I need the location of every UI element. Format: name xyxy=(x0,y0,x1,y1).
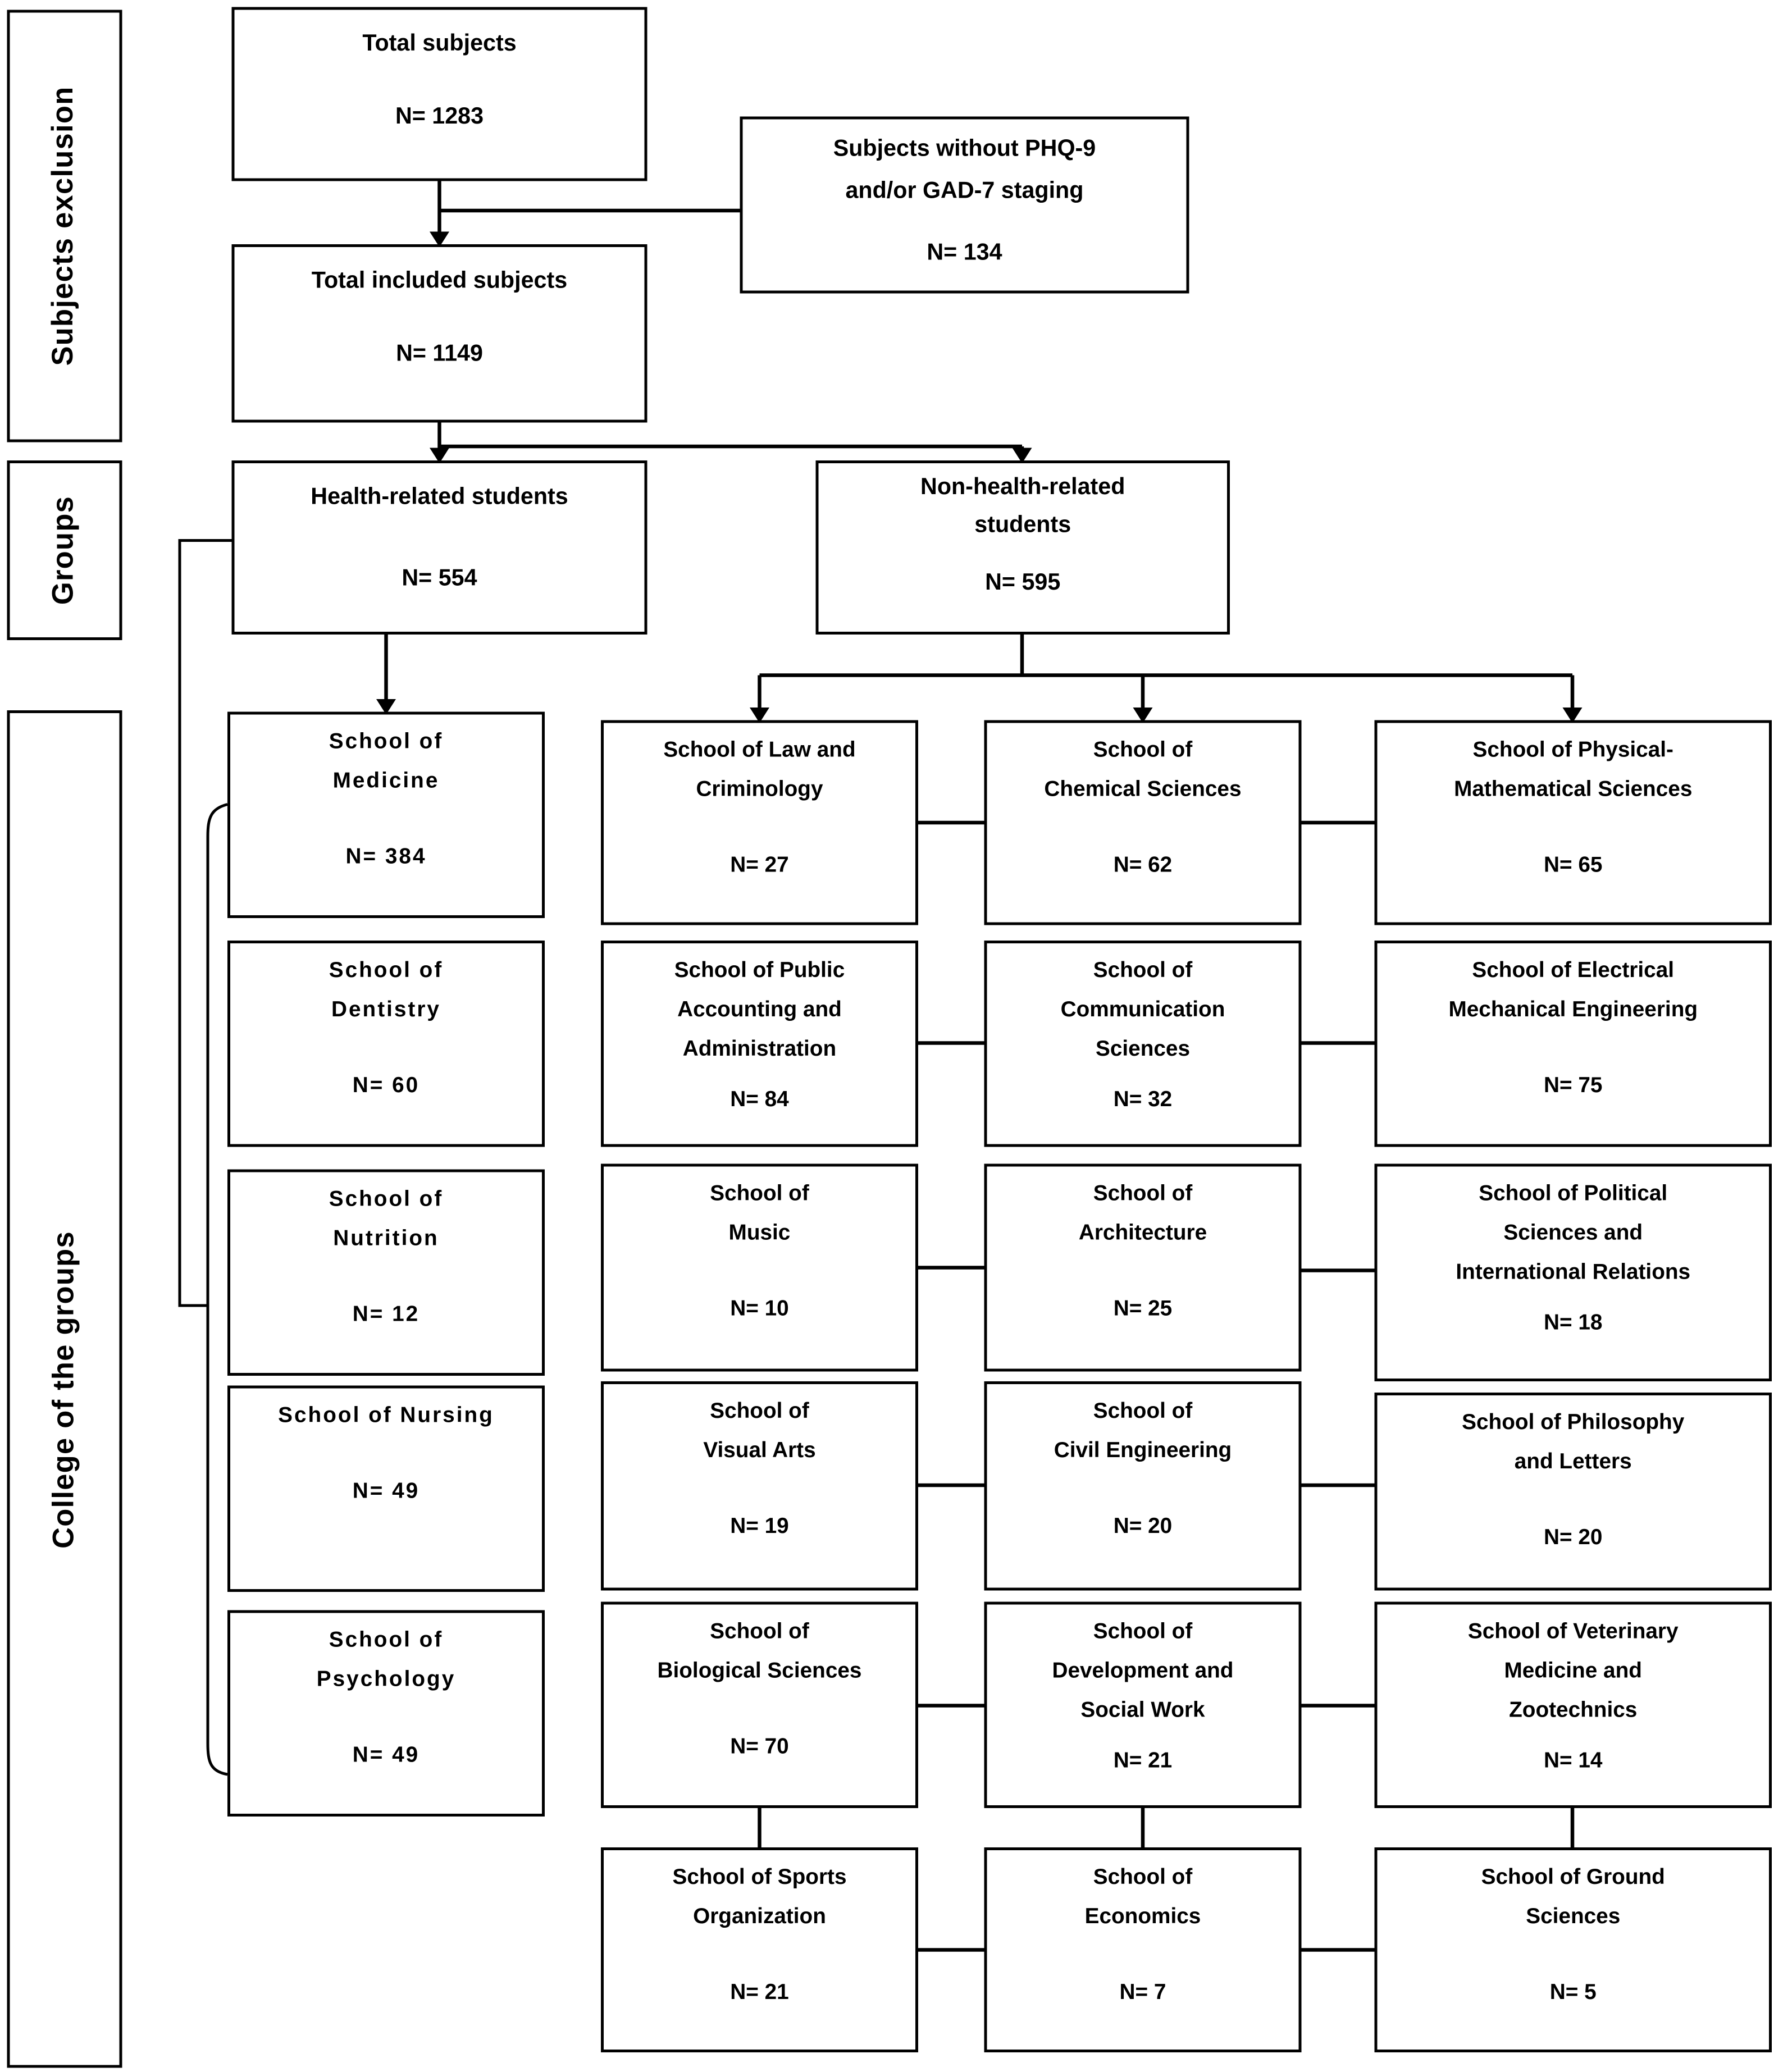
box-title: School of Development and Social Work xyxy=(1052,1620,1234,1723)
box-title: School of Music xyxy=(710,1182,809,1245)
box-total-included-subjects: Total included subjects N= 1149 xyxy=(231,244,647,423)
box-school-biological-sciences: School of Biological Sciences N= 70 xyxy=(601,1601,918,1808)
box-title: School of Electrical Mechanical Engineer… xyxy=(1448,959,1698,1023)
box-title: School of Political Sciences and Interna… xyxy=(1456,1182,1691,1285)
box-title: School of Medicine xyxy=(329,730,444,793)
box-school-nursing: School of Nursing N= 49 xyxy=(227,1385,545,1592)
box-n-value: N= 14 xyxy=(1543,1749,1603,1773)
box-title: School of Public Accounting and Administ… xyxy=(674,959,845,1062)
box-school-law-criminology: School of Law and Criminology N= 27 xyxy=(601,720,918,925)
box-title: School of Architecture xyxy=(1078,1182,1207,1245)
section-label: Subjects exclusion xyxy=(48,86,80,366)
box-title: School of Nursing xyxy=(278,1404,494,1428)
section-groups: Groups xyxy=(7,460,122,640)
box-school-development-social-work: School of Development and Social Work N=… xyxy=(984,1601,1302,1808)
box-title: School of Physical- Mathematical Science… xyxy=(1454,738,1693,802)
box-n-value: N= 20 xyxy=(1113,1514,1173,1539)
box-n-value: N= 70 xyxy=(730,1735,789,1759)
box-n-value: N= 49 xyxy=(352,1480,420,1504)
box-title: Health-related students xyxy=(311,484,568,510)
box-n-value: N= 32 xyxy=(1113,1088,1173,1112)
box-title: School of Law and Criminology xyxy=(663,738,856,802)
box-n-value: N= 21 xyxy=(730,1980,789,2005)
box-title: Non-health-related students xyxy=(920,474,1125,538)
box-school-veterinary-zootechnics: School of Veterinary Medicine and Zootec… xyxy=(1374,1601,1772,1808)
box-school-visual-arts: School of Visual Arts N= 19 xyxy=(601,1381,918,1591)
box-excluded-subjects: Subjects without PHQ-9 and/or GAD-7 stag… xyxy=(740,116,1189,294)
box-school-dentistry: School of Dentistry N= 60 xyxy=(227,941,545,1147)
box-n-value: N= 21 xyxy=(1113,1749,1173,1773)
section-label-wrap: College of the groups xyxy=(10,713,120,2065)
box-school-physical-mathematical: School of Physical- Mathematical Science… xyxy=(1374,720,1772,925)
section-label: College of the groups xyxy=(48,1230,80,1548)
box-school-electrical-mechanical: School of Electrical Mechanical Engineer… xyxy=(1374,941,1772,1147)
box-title: School of Biological Sciences xyxy=(657,1620,862,1683)
box-n-value: N= 7 xyxy=(1119,1980,1166,2005)
box-school-communication-sciences: School of Communication Sciences N= 32 xyxy=(984,941,1302,1147)
box-n-value: N= 75 xyxy=(1543,1074,1603,1098)
box-title: School of Visual Arts xyxy=(703,1399,816,1463)
box-n-value: N= 10 xyxy=(730,1297,789,1321)
box-school-economics: School of Economics N= 7 xyxy=(984,1847,1302,2052)
box-title: School of Communication Sciences xyxy=(1060,959,1225,1062)
box-school-political-sciences: School of Political Sciences and Interna… xyxy=(1374,1163,1772,1381)
box-n-value: N= 5 xyxy=(1549,1980,1597,2005)
box-school-medicine: School of Medicine N= 384 xyxy=(227,711,545,918)
box-school-civil-engineering: School of Civil Engineering N= 20 xyxy=(984,1381,1302,1591)
box-n-value: N= 19 xyxy=(730,1514,789,1539)
box-n-value: N= 25 xyxy=(1113,1297,1173,1321)
box-n-value: N= 18 xyxy=(1543,1311,1603,1335)
box-n-value: N= 84 xyxy=(730,1088,789,1112)
box-n-value: N= 65 xyxy=(1543,854,1603,878)
box-n-value: N= 1283 xyxy=(395,104,484,129)
box-non-health-related-group: Non-health-related students N= 595 xyxy=(815,460,1230,635)
box-title: School of Psychology xyxy=(316,1628,456,1692)
box-school-public-accounting: School of Public Accounting and Administ… xyxy=(601,941,918,1147)
section-subjects-exclusion: Subjects exclusion xyxy=(7,10,122,442)
box-title: School of Economics xyxy=(1084,1865,1201,1929)
box-health-related-group: Health-related students N= 554 xyxy=(231,460,647,635)
box-school-chemical-sciences: School of Chemical Sciences N= 62 xyxy=(984,720,1302,925)
box-title: School of Ground Sciences xyxy=(1481,1865,1665,1929)
box-school-psychology: School of Psychology N= 49 xyxy=(227,1610,545,1817)
box-n-value: N= 62 xyxy=(1113,854,1173,878)
section-label: Groups xyxy=(47,495,80,605)
box-n-value: N= 60 xyxy=(352,1074,420,1098)
box-title: School of Chemical Sciences xyxy=(1044,738,1242,802)
box-school-nutrition: School of Nutrition N= 12 xyxy=(227,1169,545,1376)
box-n-value: N= 49 xyxy=(352,1744,420,1768)
box-title: School of Philosophy and Letters xyxy=(1462,1411,1685,1475)
box-school-sports-organization: School of Sports Organization N= 21 xyxy=(601,1847,918,2052)
box-title: Total included subjects xyxy=(311,268,568,294)
box-n-value: N= 134 xyxy=(927,240,1002,266)
box-school-music: School of Music N= 10 xyxy=(601,1163,918,1372)
box-n-value: N= 12 xyxy=(352,1303,420,1327)
box-title: School of Veterinary Medicine and Zootec… xyxy=(1467,1620,1679,1723)
section-college-of-the-groups: College of the groups xyxy=(7,710,122,2068)
box-n-value: N= 1149 xyxy=(396,341,483,367)
box-title: School of Dentistry xyxy=(329,959,444,1023)
section-label-wrap: Subjects exclusion xyxy=(10,13,120,440)
section-label-wrap: Groups xyxy=(10,463,120,637)
box-n-value: N= 27 xyxy=(730,854,789,878)
box-total-subjects: Total subjects N= 1283 xyxy=(231,7,647,181)
box-title: Total subjects xyxy=(362,31,517,56)
box-school-philosophy-letters: School of Philosophy and Letters N= 20 xyxy=(1374,1393,1772,1591)
box-title: Subjects without PHQ-9 and/or GAD-7 stag… xyxy=(833,136,1096,204)
box-title: School of Nutrition xyxy=(329,1188,444,1251)
box-title: School of Civil Engineering xyxy=(1054,1399,1232,1463)
box-n-value: N= 20 xyxy=(1543,1526,1603,1550)
box-n-value: N= 554 xyxy=(402,565,477,591)
box-n-value: N= 595 xyxy=(985,570,1061,595)
box-school-ground-sciences: School of Ground Sciences N= 5 xyxy=(1374,1847,1772,2052)
box-school-architecture: School of Architecture N= 25 xyxy=(984,1163,1302,1372)
box-n-value: N= 384 xyxy=(345,845,427,869)
box-title: School of Sports Organization xyxy=(672,1865,847,1929)
